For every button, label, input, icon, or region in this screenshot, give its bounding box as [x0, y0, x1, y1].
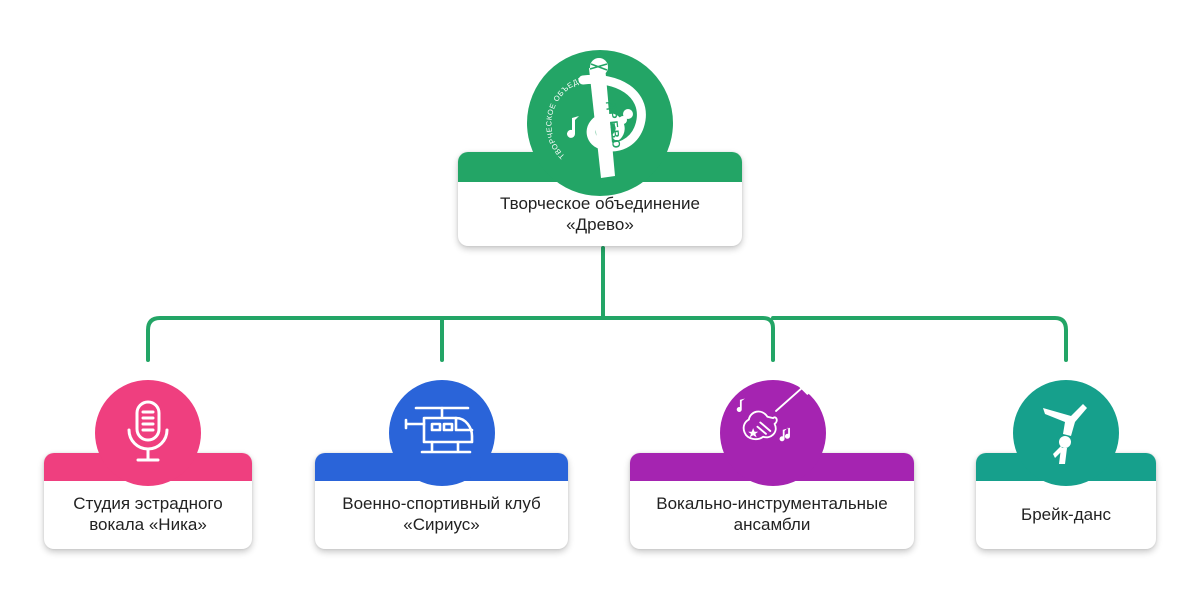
child-card-vocal-studio: Студия эстрадного вокала «Ника» [44, 453, 252, 549]
child-card-breakdance: Брейк-данс [976, 453, 1156, 549]
breakdancer-icon [1043, 404, 1087, 464]
child-card-label-1: Студия эстрадного вокала «Ника» [73, 494, 223, 534]
logo-music-note [567, 116, 579, 138]
connector-branch-4 [771, 316, 1068, 362]
logo-word: ДРЕВО [605, 101, 622, 151]
helicopter-icon [404, 406, 474, 454]
child-card-label-4: Брейк-данс [1021, 504, 1111, 524]
child-card-label-3: Вокально-инструментальные ансамбли [656, 494, 888, 534]
root-badge: ТВОРЧЕСКОЕ ОБЪЕДИНЕНИЕ ДРЕВО [527, 50, 673, 196]
child-badge-3 [720, 380, 826, 486]
child-badge-2 [389, 380, 495, 486]
child-card-label-2: Военно-спортивный клуб «Сириус» [342, 494, 541, 534]
connector-tree [146, 246, 1068, 362]
child-badge-4 [1013, 380, 1119, 486]
guitar-icon [736, 380, 815, 442]
root-card-label: Творческое объединение «Древо» [499, 194, 700, 234]
connector-branch-3 [438, 316, 775, 362]
connector-branch-1 [146, 316, 442, 362]
logo-arc-text: ТВОРЧЕСКОЕ ОБЪЕДИНЕНИЕ [527, 50, 585, 161]
svg-text:ТВОРЧЕСКОЕ ОБЪЕДИНЕНИЕ: ТВОРЧЕСКОЕ ОБЪЕДИНЕНИЕ [527, 50, 585, 161]
microphone-icon [127, 400, 169, 462]
drevo-logo-icon: ТВОРЧЕСКОЕ ОБЪЕДИНЕНИЕ ДРЕВО [527, 50, 646, 178]
child-badge-1 [95, 380, 201, 486]
